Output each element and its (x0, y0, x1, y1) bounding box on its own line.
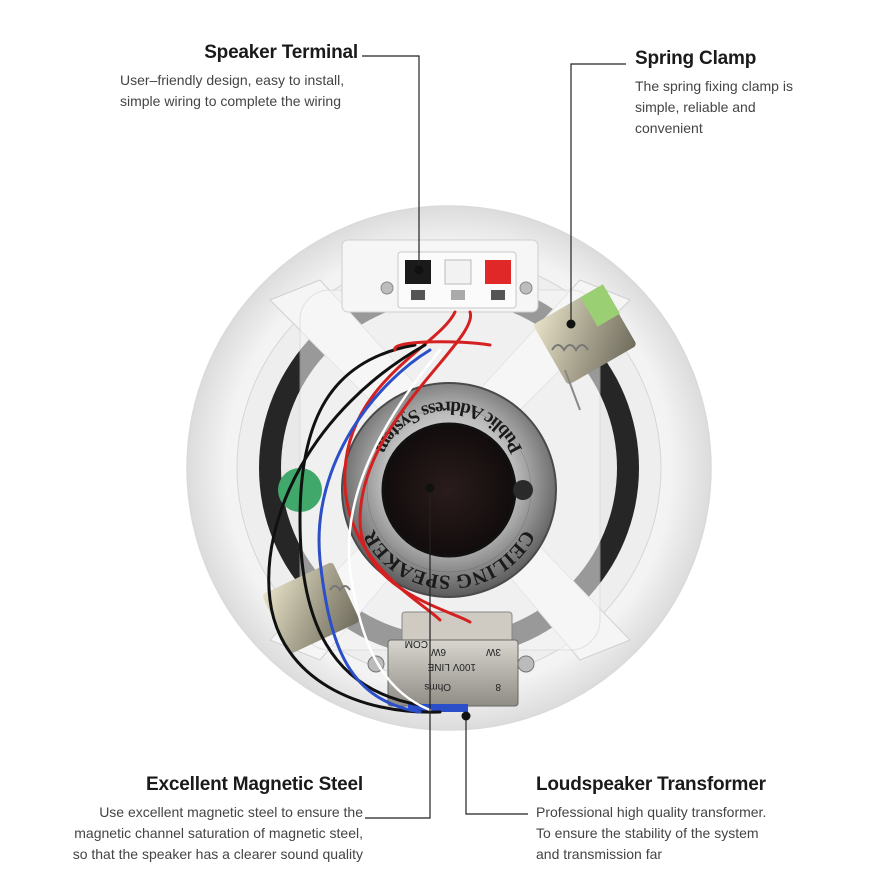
callout-title: Speaker Terminal (204, 42, 358, 63)
callout-title: Spring Clamp (635, 48, 757, 69)
leader-dots (414, 265, 576, 721)
xfmr-label-8: 8 (495, 681, 501, 692)
callout-description: The spring fixing clamp is simple, relia… (635, 78, 793, 136)
spring-clamp-top-right (534, 284, 636, 411)
xfmr-label-3w: 3W (485, 646, 501, 657)
xfmr-label-line: 100V LINE (427, 661, 476, 672)
magnet-assembly: CEILING SPEAKER Public Address System (341, 382, 557, 598)
callout-description: Use excellent magnetic steel to ensure t… (72, 804, 363, 862)
callout-description: Professional high quality transformer. T… (536, 804, 767, 862)
xfmr-label-6w: 6W (430, 646, 446, 657)
xfmr-label-com: COM (405, 638, 428, 649)
callout-magnetic-steel: Excellent Magnetic Steel Use excellent m… (70, 774, 363, 865)
xfmr-label-ohms: Ohms (424, 681, 451, 692)
callout-description: User–friendly design, easy to install, s… (120, 72, 345, 109)
callout-title: Loudspeaker Transformer (536, 774, 766, 795)
speaker-terminal-block (341, 239, 539, 313)
wiring (267, 310, 492, 714)
callout-loudspeaker-transformer: Loudspeaker Transformer Professional hig… (536, 774, 836, 865)
callout-title: Excellent Magnetic Steel (146, 774, 363, 795)
leader-lines (362, 55, 626, 819)
callout-spring-clamp: Spring Clamp The spring fixing clamp is … (635, 48, 855, 139)
callout-speaker-terminal: Speaker Terminal User–friendly design, e… (110, 42, 358, 112)
